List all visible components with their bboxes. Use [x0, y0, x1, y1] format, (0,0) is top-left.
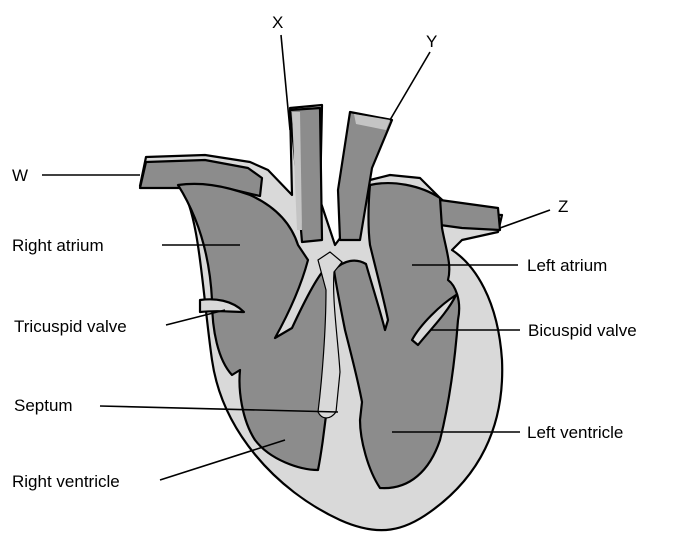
label-right-atrium: Right atrium	[12, 236, 104, 255]
label-tricuspid-valve: Tricuspid valve	[14, 317, 127, 336]
label-y: Y	[426, 32, 437, 51]
vessel-z	[440, 200, 500, 230]
leader-y	[390, 52, 430, 120]
leader-x	[281, 35, 290, 130]
label-z: Z	[558, 197, 568, 216]
label-x: X	[272, 13, 283, 32]
label-right-ventricle: Right ventricle	[12, 472, 120, 491]
label-left-atrium: Left atrium	[527, 256, 607, 275]
label-w: W	[12, 166, 28, 185]
leader-z	[500, 210, 550, 228]
label-left-ventricle: Left ventricle	[527, 423, 623, 442]
label-septum: Septum	[14, 396, 73, 415]
label-bicuspid-valve: Bicuspid valve	[528, 321, 637, 340]
